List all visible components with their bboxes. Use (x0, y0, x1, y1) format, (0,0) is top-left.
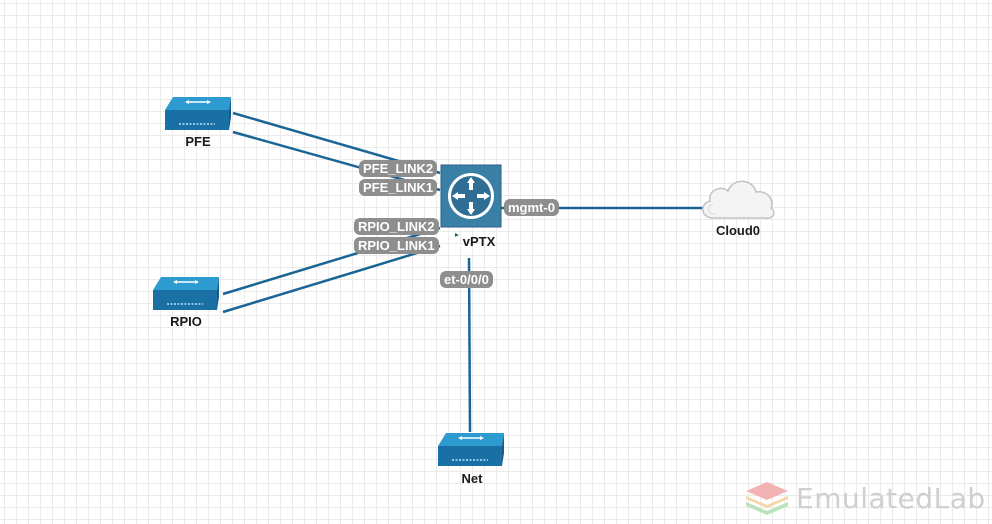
interface-label-mgmt[interactable]: mgmt-0 (504, 199, 559, 216)
node-label-rpio: RPIO (170, 314, 202, 329)
interface-label-rpio-link2[interactable]: RPIO_LINK2 (354, 218, 439, 235)
node-label-net: Net (461, 471, 483, 486)
juniper-router-icon[interactable] (440, 164, 502, 237)
node-label-cloud: Cloud0 (715, 223, 761, 238)
interface-label-rpio-link1[interactable]: RPIO_LINK1 (354, 237, 439, 254)
node-label-pfe: PFE (185, 134, 211, 149)
watermark: EmulatedLab (746, 481, 986, 515)
watermark-logo-spacer (746, 481, 790, 515)
cloud-icon[interactable] (702, 180, 775, 220)
network-switch-icon[interactable] (438, 433, 504, 466)
link-rpio-vptx-1[interactable] (222, 244, 441, 314)
interface-label-et[interactable]: et-0/0/0 (440, 271, 493, 288)
interface-label-pfe-link2[interactable]: PFE_LINK2 (359, 160, 438, 177)
network-switch-icon[interactable] (165, 97, 231, 130)
interface-label-pfe-link1[interactable]: PFE_LINK1 (359, 179, 438, 196)
node-label-vptx: vPTX (462, 234, 496, 249)
layers-logo-icon (746, 482, 788, 515)
network-switch-icon[interactable] (153, 277, 219, 310)
watermark-text: EmulatedLab (796, 481, 986, 515)
